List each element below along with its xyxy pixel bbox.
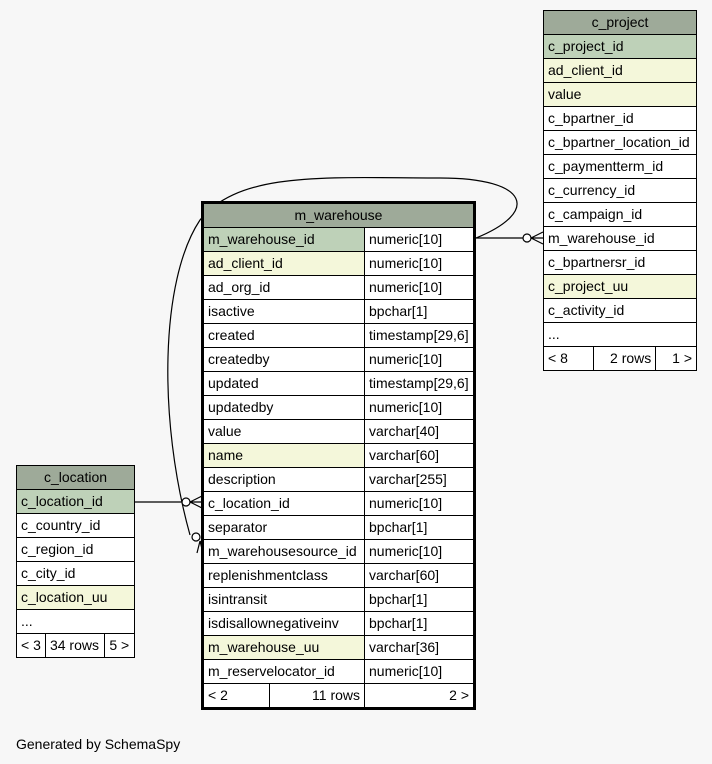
children-link[interactable]: 2 > [364, 683, 475, 709]
column-type: varchar[60] [364, 443, 475, 468]
more-columns: ... [543, 322, 697, 347]
column-name[interactable]: createdby [202, 347, 365, 372]
column-name[interactable]: c_location_uu [16, 585, 135, 610]
parents-link[interactable]: < 2 [204, 684, 270, 707]
column-type: numeric[10] [364, 347, 475, 372]
link-self-reference [167, 176, 518, 536]
column-name[interactable]: c_bpartnersr_id [543, 250, 697, 275]
column-type: numeric[10] [364, 275, 475, 300]
link-location-crowfoot [189, 495, 203, 509]
column-name[interactable]: separator [202, 515, 365, 540]
column-type: numeric[10] [364, 251, 475, 276]
row-count: 2 rows [592, 346, 657, 371]
column-name[interactable]: value [543, 82, 697, 107]
column-name[interactable]: c_country_id [16, 513, 135, 538]
column-name[interactable]: c_paymentterm_id [543, 154, 697, 179]
footer-left-cell: < 2 11 rows [202, 683, 365, 709]
column-name[interactable]: m_warehousesource_id [202, 539, 365, 564]
column-name[interactable]: m_warehouse_id [543, 226, 697, 251]
column-name[interactable]: ad_org_id [202, 275, 365, 300]
table-title[interactable]: c_location [16, 465, 135, 490]
link-self-circle [191, 532, 201, 542]
column-name[interactable]: m_warehouse_uu [202, 635, 365, 660]
link-location-circle [181, 497, 191, 507]
parents-link[interactable]: < 3 [16, 633, 46, 658]
column-name[interactable]: c_city_id [16, 561, 135, 586]
column-type: bpchar[1] [364, 587, 475, 612]
column-name[interactable]: c_activity_id [543, 298, 697, 323]
column-name[interactable]: c_location_id [16, 489, 135, 514]
row-count: 11 rows [312, 687, 360, 703]
more-columns: ... [16, 609, 135, 634]
column-name[interactable]: c_currency_id [543, 178, 697, 203]
column-name[interactable]: c_project_uu [543, 274, 697, 299]
link-warehouse-project-crowfoot [530, 231, 544, 245]
column-type: varchar[36] [364, 635, 475, 660]
column-name[interactable]: replenishmentclass [202, 563, 365, 588]
table-c-project: c_project c_project_id ad_client_id valu… [543, 10, 697, 371]
column-name[interactable]: value [202, 419, 365, 444]
column-type: numeric[10] [364, 659, 475, 684]
column-name[interactable]: name [202, 443, 365, 468]
column-name[interactable]: created [202, 323, 365, 348]
column-name[interactable]: isactive [202, 299, 365, 324]
column-type: varchar[60] [364, 563, 475, 588]
column-type: timestamp[29,6] [364, 323, 475, 348]
column-type: bpchar[1] [364, 299, 475, 324]
column-name[interactable]: m_warehouse_id [202, 227, 365, 252]
generated-by-text: Generated by SchemaSpy [16, 736, 181, 752]
column-name[interactable]: isdisallownegativeinv [202, 611, 365, 636]
column-type: bpchar[1] [364, 515, 475, 540]
column-name[interactable]: isintransit [202, 587, 365, 612]
children-link[interactable]: 1 > [655, 346, 697, 371]
column-type: varchar[255] [364, 467, 475, 492]
column-name[interactable]: updated [202, 371, 365, 396]
column-name[interactable]: c_location_id [202, 491, 365, 516]
column-name[interactable]: ad_client_id [543, 58, 697, 83]
children-link[interactable]: 5 > [104, 633, 135, 658]
column-type: numeric[10] [364, 395, 475, 420]
column-type: varchar[40] [364, 419, 475, 444]
column-type: timestamp[29,6] [364, 371, 475, 396]
column-name[interactable]: c_bpartner_location_id [543, 130, 697, 155]
column-name[interactable]: c_project_id [543, 34, 697, 59]
column-type: numeric[10] [364, 227, 475, 252]
column-name[interactable]: c_bpartner_id [543, 106, 697, 131]
table-c-location: c_location c_location_id c_country_id c_… [16, 465, 135, 658]
column-type: numeric[10] [364, 539, 475, 564]
column-name[interactable]: description [202, 467, 365, 492]
table-title[interactable]: m_warehouse [202, 202, 475, 228]
column-type: numeric[10] [364, 491, 475, 516]
table-title[interactable]: c_project [543, 10, 697, 35]
column-name[interactable]: updatedby [202, 395, 365, 420]
parents-link[interactable]: < 8 [543, 346, 594, 371]
link-warehouse-project-circle [522, 233, 532, 243]
column-name[interactable]: ad_client_id [202, 251, 365, 276]
column-name[interactable]: c_region_id [16, 537, 135, 562]
column-name[interactable]: c_campaign_id [543, 202, 697, 227]
column-name[interactable]: m_reservelocator_id [202, 659, 365, 684]
row-count: 34 rows [44, 633, 106, 658]
column-type: bpchar[1] [364, 611, 475, 636]
